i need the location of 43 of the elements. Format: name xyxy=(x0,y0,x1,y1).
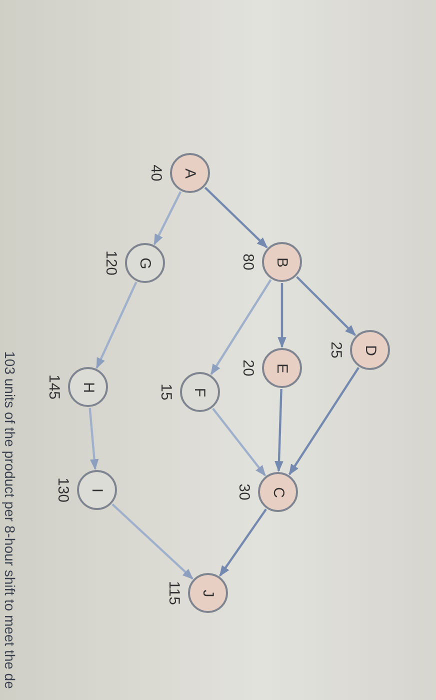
activity-circle xyxy=(350,330,390,370)
arrow xyxy=(112,503,194,580)
activity-circle xyxy=(170,153,210,193)
arrow xyxy=(212,408,266,476)
duration-label: 115 xyxy=(166,581,182,605)
activity-circle xyxy=(258,472,298,512)
activity-letter: A xyxy=(182,168,198,178)
duration-label: 40 xyxy=(148,164,164,182)
activity-circle xyxy=(262,242,302,282)
activity-circle xyxy=(77,470,117,510)
arrow xyxy=(274,388,284,472)
activity-letter: D xyxy=(362,344,378,356)
activity-letter: I xyxy=(88,488,106,492)
duration-label: 30 xyxy=(236,484,252,500)
activity-letter: B xyxy=(274,257,290,267)
duration-label: 20 xyxy=(240,360,256,376)
arrow xyxy=(88,408,99,470)
arrow xyxy=(204,186,268,248)
arrow xyxy=(153,191,182,246)
activity-letter: E xyxy=(274,363,290,373)
arrow xyxy=(278,283,286,348)
arrow xyxy=(219,508,267,577)
arrow xyxy=(288,367,360,476)
arrow xyxy=(96,282,138,369)
activity-circle xyxy=(188,573,228,613)
duration-label: 80 xyxy=(240,254,256,270)
arrow xyxy=(296,276,356,336)
activity-circle xyxy=(262,348,302,388)
activity-letter: C xyxy=(270,486,286,498)
activity-letter: F xyxy=(192,387,208,397)
duration-label: 120 xyxy=(102,250,120,276)
activity-letter: H xyxy=(80,382,96,392)
arrow xyxy=(210,279,272,376)
activity-circle xyxy=(180,372,220,412)
duration-label: 15 xyxy=(158,384,174,400)
activity-letter: J xyxy=(200,589,216,597)
body-text: 103 units of the product per 8-hour shift to meet the de xyxy=(2,351,18,689)
duration-label: 25 xyxy=(328,342,344,358)
duration-label: 145 xyxy=(46,374,62,400)
activity-letter: G xyxy=(136,257,154,269)
activity-circle xyxy=(125,243,165,283)
activity-circle xyxy=(68,367,108,407)
duration-label: 130 xyxy=(54,477,72,503)
